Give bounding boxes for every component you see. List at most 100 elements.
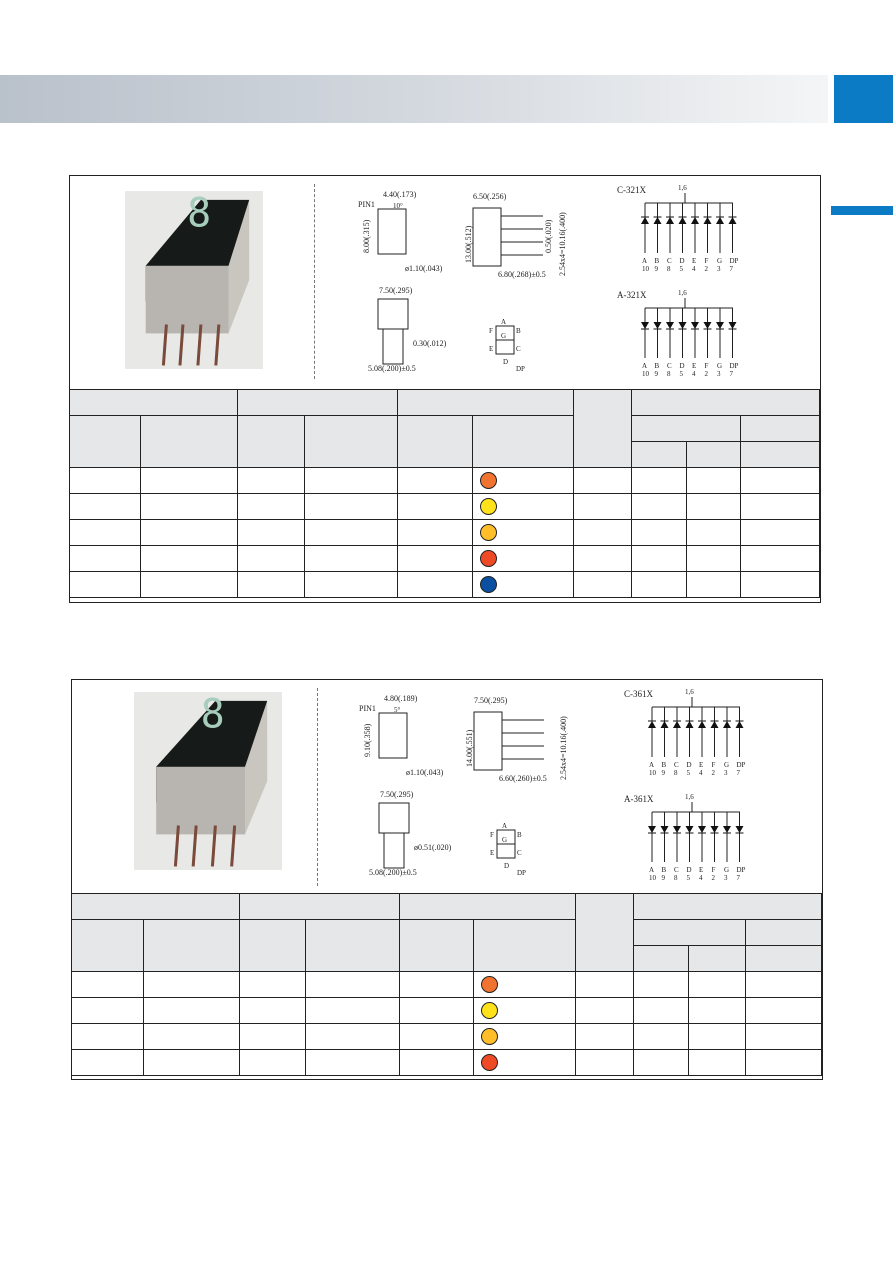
pin-number: 9 bbox=[655, 370, 659, 376]
table-cell bbox=[305, 997, 400, 1024]
table-cell bbox=[397, 467, 473, 494]
segment-label: G bbox=[717, 257, 722, 265]
table-cell bbox=[304, 519, 398, 546]
seg-e: E bbox=[490, 849, 494, 857]
seg-b: B bbox=[516, 327, 521, 335]
table-cell bbox=[633, 1023, 689, 1050]
digit-glyph: 8 bbox=[187, 191, 211, 237]
table-cell bbox=[740, 571, 820, 598]
table-cell bbox=[239, 971, 306, 998]
pin-number: 10 bbox=[642, 370, 650, 376]
table-cell bbox=[397, 519, 473, 546]
diode-icon bbox=[648, 826, 656, 833]
table-cell bbox=[633, 997, 689, 1024]
seg-e: E bbox=[489, 345, 493, 353]
diode-icon bbox=[710, 826, 719, 833]
table-cell bbox=[304, 571, 398, 598]
led-color-swatch bbox=[481, 1053, 498, 1071]
table-cell bbox=[399, 997, 474, 1024]
common-pin-label: 1,6 bbox=[685, 688, 694, 696]
diode-icon bbox=[716, 217, 724, 224]
table-cell bbox=[239, 1049, 306, 1076]
table-cell bbox=[69, 545, 141, 572]
segment-label: F bbox=[712, 761, 716, 769]
segment-label: F bbox=[705, 362, 709, 370]
table-row bbox=[69, 545, 820, 572]
table-cell bbox=[633, 1049, 689, 1076]
table-cell bbox=[473, 971, 576, 998]
led-color-swatch bbox=[480, 523, 497, 541]
seg-c: C bbox=[516, 345, 521, 353]
table-cell bbox=[473, 1023, 576, 1050]
diode-icon bbox=[678, 217, 687, 224]
table-cell bbox=[140, 519, 238, 546]
seg-dp: DP bbox=[516, 365, 525, 373]
segment-label: F bbox=[712, 866, 716, 874]
pin-number: 4 bbox=[692, 370, 696, 376]
led-color-swatch bbox=[481, 1001, 498, 1019]
dim-side-width: 6.50(.256) bbox=[473, 192, 507, 201]
header-cell bbox=[237, 415, 305, 468]
common-anode-label: A-361X bbox=[624, 794, 654, 804]
segment-label: B bbox=[662, 866, 667, 874]
pin-number: 5 bbox=[687, 769, 691, 777]
table-cell bbox=[688, 997, 746, 1024]
table-cell bbox=[239, 997, 306, 1024]
segment-label: A bbox=[642, 257, 647, 265]
diode-icon bbox=[685, 826, 694, 833]
table-cell bbox=[143, 1023, 240, 1050]
table-cell bbox=[69, 519, 141, 546]
diode-icon bbox=[728, 217, 737, 224]
pin-number: 7 bbox=[730, 370, 734, 376]
segment-label: DP bbox=[737, 761, 746, 769]
table-cell bbox=[140, 571, 238, 598]
header-cell bbox=[633, 893, 822, 920]
table-cell bbox=[575, 971, 634, 998]
table-row bbox=[69, 467, 820, 494]
table-cell bbox=[633, 971, 689, 998]
seg-g: G bbox=[501, 332, 506, 340]
header-cell bbox=[71, 919, 144, 972]
table-cell bbox=[305, 1049, 400, 1076]
table-row bbox=[69, 519, 820, 546]
header-cell bbox=[304, 415, 398, 468]
section-tab-marker bbox=[831, 206, 893, 215]
dim-pin-pitch: 5.08(.200)±0.5 bbox=[369, 868, 417, 877]
table-cell bbox=[143, 971, 240, 998]
pin-number: 8 bbox=[667, 265, 671, 273]
dim-angle: 5° bbox=[394, 706, 401, 714]
header-cell bbox=[397, 389, 574, 416]
digit-glyph: 8 bbox=[201, 692, 225, 738]
table-cell bbox=[472, 571, 574, 598]
common-cathode-label: C-321X bbox=[617, 185, 647, 195]
seg-dp: DP bbox=[517, 869, 526, 877]
common-pin-label: 1,6 bbox=[678, 184, 687, 192]
pin-number: 3 bbox=[724, 769, 728, 777]
table-cell bbox=[740, 519, 820, 546]
dim-pitch: 2.54x4=10.16(.400) bbox=[558, 212, 567, 276]
table-row bbox=[71, 1049, 822, 1076]
segment-label: D bbox=[687, 866, 692, 874]
table-cell bbox=[573, 493, 632, 520]
pin1-label: PIN1 bbox=[359, 704, 376, 713]
segment-label: DP bbox=[737, 866, 746, 874]
header-cell bbox=[69, 415, 141, 468]
header-cell bbox=[239, 893, 400, 920]
dim-pin-width: 0.50(.020) bbox=[544, 219, 553, 253]
pin-number: 8 bbox=[674, 769, 678, 777]
table-cell bbox=[140, 467, 238, 494]
table-cell bbox=[305, 1023, 400, 1050]
segment-label: C bbox=[674, 761, 679, 769]
table-cell bbox=[239, 1023, 306, 1050]
table-cell bbox=[688, 971, 746, 998]
diode-icon bbox=[673, 721, 681, 728]
segment-label: DP bbox=[730, 362, 739, 370]
pin-number: 9 bbox=[662, 874, 666, 880]
table-cell bbox=[397, 571, 473, 598]
header-banner bbox=[0, 75, 828, 123]
table-cell bbox=[573, 571, 632, 598]
header-cell bbox=[71, 893, 240, 920]
diode-icon bbox=[735, 721, 744, 728]
